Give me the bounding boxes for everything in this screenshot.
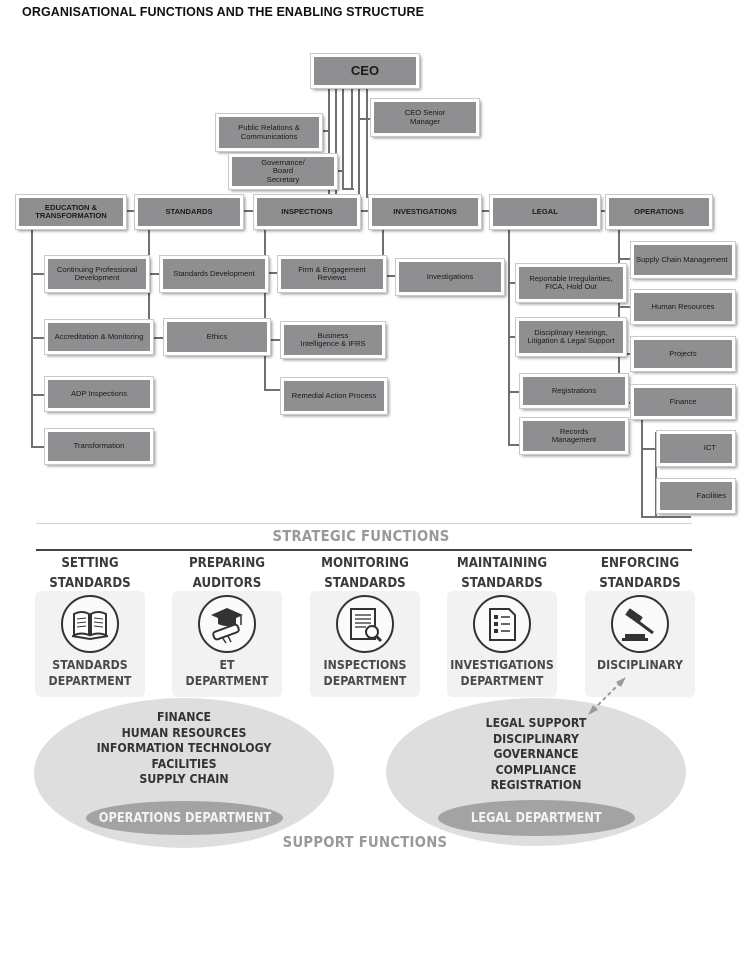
- dept-legal-box: LEGAL: [489, 194, 601, 230]
- legal-support-list: LEGAL SUPPORT DISCIPLINARY GOVERNANCE CO…: [485, 715, 587, 792]
- legal-unit-box: Disciplinary Hearings, Litigation & Lega…: [515, 317, 627, 357]
- operations-unit-box: Projects: [630, 336, 736, 372]
- ceo-senior-manager-box: CEO Senior Manager: [370, 98, 480, 137]
- finance-unit-box: ICT: [656, 430, 736, 467]
- dept-inspections-box: INSPECTIONS: [253, 194, 361, 230]
- legal-unit-box: Records Management: [519, 417, 629, 455]
- dept-operations-box: OPERATIONS: [605, 194, 713, 230]
- document-search-icon: [336, 595, 394, 653]
- education-unit-box: Accreditation & Monitoring: [44, 319, 154, 355]
- education-unit-box: ADP Inspections: [44, 376, 154, 412]
- education-unit-box: Continuing Professional Development: [44, 255, 150, 293]
- operations-department-label: OPERATIONS DEPARTMENT: [86, 801, 283, 835]
- inspections-unit-box: Firm & Engagement Reviews: [277, 255, 387, 293]
- investigations-unit-box: Investigations: [395, 258, 505, 296]
- finance-unit-box: Facilities: [656, 478, 736, 514]
- book-icon: [61, 595, 119, 653]
- gavel-icon: [611, 595, 669, 653]
- standards-unit-box: Standards Development: [159, 255, 269, 293]
- dept-education-box: EDUCATION & TRANSFORMATION: [15, 194, 127, 230]
- legal-unit-box: Registrations: [519, 373, 629, 409]
- legal-department-label: LEGAL DEPARTMENT: [438, 800, 635, 836]
- support-functions-heading: SUPPORT FUNCTIONS: [282, 833, 448, 851]
- strategic-top-rule: [36, 523, 692, 524]
- operations-support-list: FINANCE HUMAN RESOURCES INFORMATION TECH…: [96, 709, 272, 786]
- graduation-cap-icon: [198, 595, 256, 653]
- strategic-functions-heading: STRATEGIC FUNCTIONS: [272, 527, 450, 545]
- public-relations-box: Public Relations & Communications: [215, 113, 323, 152]
- standards-unit-box: Ethics: [163, 318, 271, 356]
- governance-box: Governance/ Board Secretary: [228, 153, 338, 190]
- checklist-icon: [473, 595, 531, 653]
- ceo-box: CEO: [310, 53, 420, 89]
- education-unit-box: Transformation: [44, 428, 154, 465]
- operations-unit-box: Supply Chain Management: [630, 241, 736, 279]
- operations-unit-box: Finance: [630, 384, 736, 420]
- operations-unit-box: Human Resources: [630, 289, 736, 325]
- dept-standards-box: STANDARDS: [134, 194, 244, 230]
- page-title: ORGANISATIONAL FUNCTIONS AND THE ENABLIN…: [22, 5, 425, 19]
- inspections-unit-box: Business Intelligence & IFRS: [280, 321, 386, 359]
- strategic-card-label: DISCIPLINARY: [596, 657, 684, 672]
- double-arrow-icon: [588, 677, 626, 715]
- inspections-unit-box: Remedial Action Process: [280, 377, 388, 415]
- strategic-divider: [36, 549, 692, 551]
- dept-investigations-box: INVESTIGATIONS: [368, 194, 482, 230]
- legal-unit-box: Reportable Irregularities, FICA, Hold Ou…: [515, 263, 627, 303]
